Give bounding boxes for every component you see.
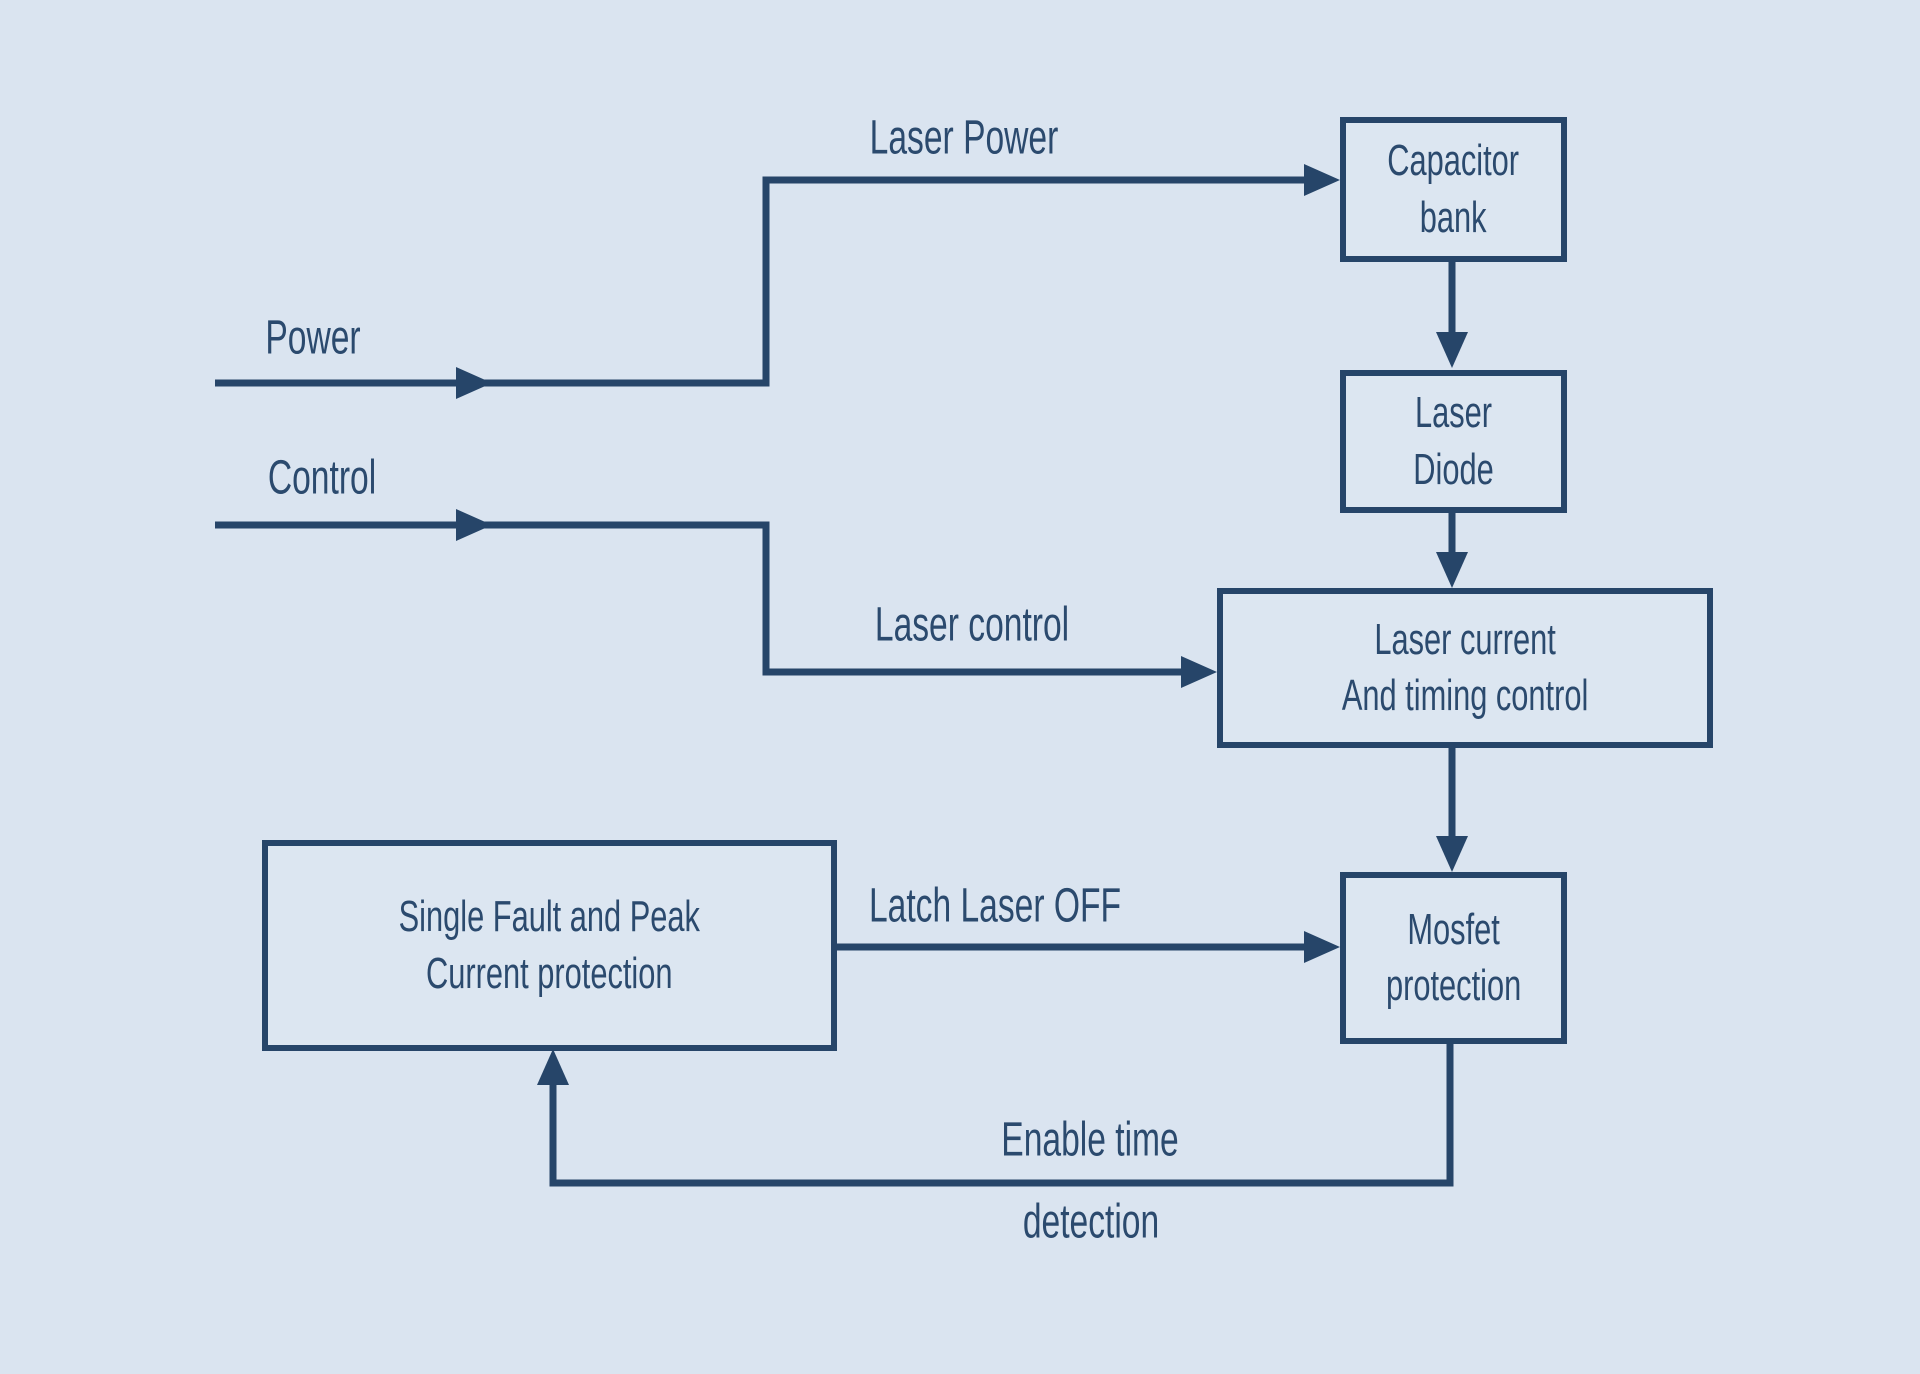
laser-current-to-mosfet-arrowhead	[1436, 836, 1468, 872]
single-fault-protection-label: Single Fault and Peak Current protection	[398, 892, 701, 998]
laser-diode-label: Laser Diode	[1413, 388, 1494, 494]
laser-current-timing-label: Laser current And timing control	[1341, 614, 1589, 720]
power-mid-arrowhead	[456, 367, 492, 399]
latch-laser-off-arrowhead	[1304, 931, 1340, 963]
mosfet-protection-label: Mosfet protection	[1385, 904, 1522, 1010]
latch-laser-off-edge-label: Latch Laser OFF	[868, 879, 1122, 933]
enable-feedback-arrowhead	[537, 1049, 569, 1085]
laser-control-arrowhead	[1181, 656, 1217, 688]
capacitor-to-diode-arrowhead	[1436, 332, 1468, 368]
enable-time-feedback-line	[549, 1044, 1454, 1187]
laser-control-edge-label: Laser control	[874, 598, 1070, 652]
diode-to-laser-current-arrowhead	[1436, 552, 1468, 588]
enable-time-edge-label-line2: detection	[1022, 1195, 1160, 1249]
laser-diode-box: Laser Diode	[1340, 370, 1567, 513]
enable-time-edge-label-line1: Enable time	[1001, 1113, 1179, 1167]
mosfet-protection-box: Mosfet protection	[1340, 872, 1567, 1044]
power-to-capacitor-line	[215, 176, 1306, 387]
laser-power-arrowhead	[1304, 164, 1340, 196]
control-input-label: Control	[267, 451, 377, 505]
power-input-label: Power	[265, 311, 361, 365]
laser-power-edge-label: Laser Power	[869, 111, 1059, 165]
laser-current-timing-box: Laser current And timing control	[1217, 588, 1713, 748]
single-fault-protection-box: Single Fault and Peak Current protection	[262, 840, 837, 1051]
capacitor-bank-label: Capacitor bank	[1387, 136, 1520, 242]
capacitor-bank-box: Capacitor bank	[1340, 117, 1567, 262]
control-mid-arrowhead	[456, 509, 492, 541]
